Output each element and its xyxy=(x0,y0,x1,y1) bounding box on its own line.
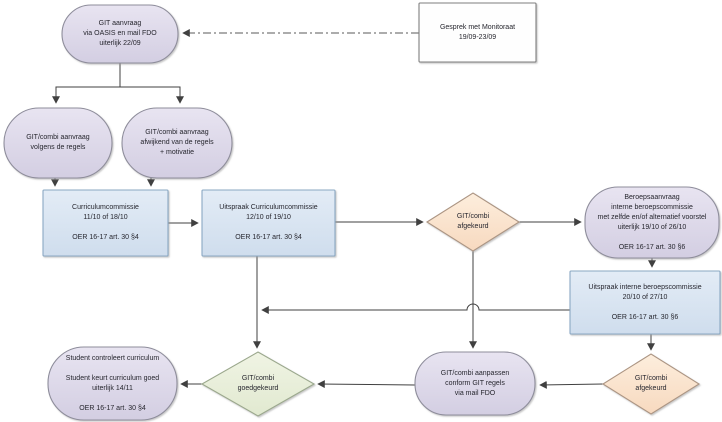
volgens-shape xyxy=(3,107,113,179)
uitspraak-cc-shape xyxy=(201,189,336,257)
afgekeurd2-shape xyxy=(601,353,701,415)
start-shape xyxy=(61,4,179,64)
aanpassen-shape xyxy=(414,351,536,416)
student-shape xyxy=(47,346,178,421)
connector-uitspraak-bc-to-goedgekeurd xyxy=(261,303,570,314)
shape-group xyxy=(3,2,721,421)
afwijkend-shape xyxy=(121,107,233,179)
afgekeurd1-shape xyxy=(425,192,521,252)
monitoraat-shape xyxy=(418,2,537,63)
connector-start-to-volgens xyxy=(52,63,121,104)
curriculumcommissie-shape xyxy=(42,189,169,257)
uitspraak-bc-shape xyxy=(569,270,721,335)
connector-afgekeurd2-to-aanpassen xyxy=(539,380,604,389)
connector-start-to-afwijkend xyxy=(120,86,184,104)
connector-aanpassen-to-goedgekeurd xyxy=(317,380,416,389)
goedgekeurd-shape xyxy=(200,351,316,417)
beroepsaanvraag-shape xyxy=(584,186,720,259)
connector-group xyxy=(51,29,656,389)
